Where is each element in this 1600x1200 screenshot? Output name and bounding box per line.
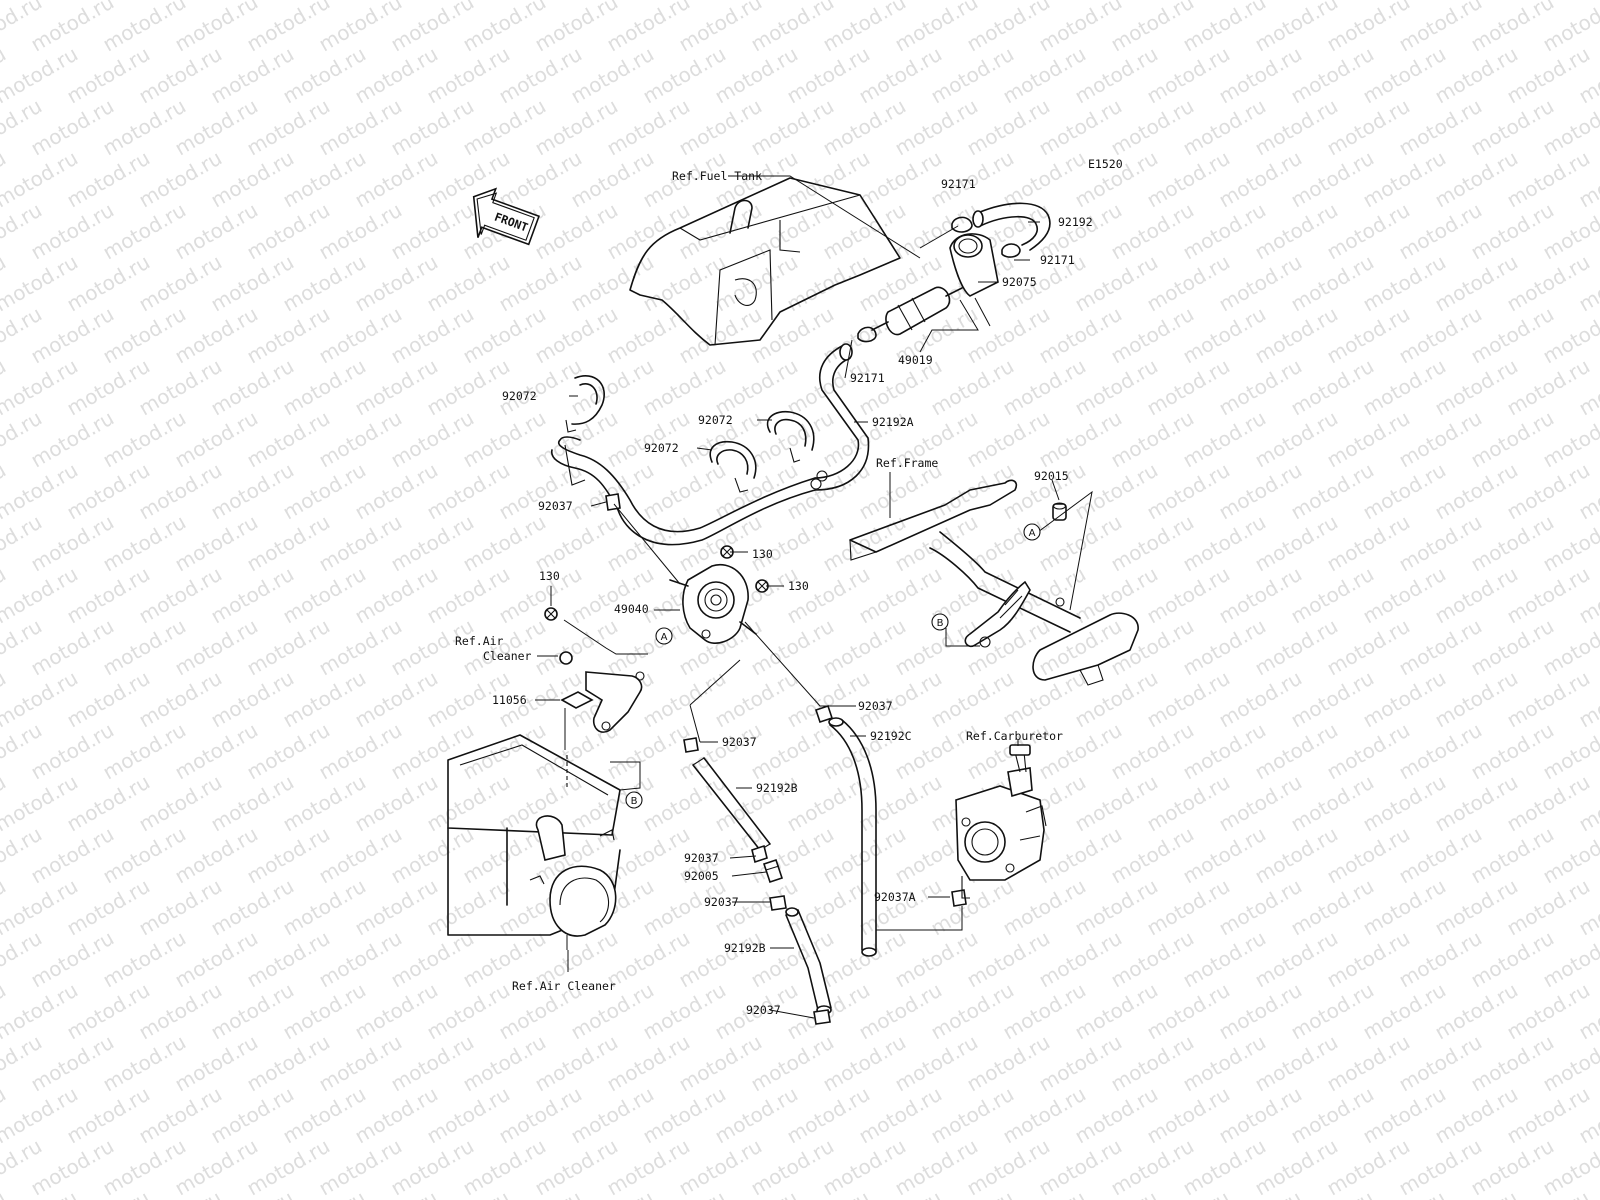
callout-92037-e: 92037: [704, 895, 739, 909]
clamp-92037-c: [683, 737, 699, 753]
fuel-tank-reference: [629, 177, 901, 346]
callout-92072-lower: 92072: [644, 441, 679, 455]
watermark-text: motod.ru: [0, 1186, 10, 1200]
filter-bracket-92075: [949, 233, 999, 297]
callout-92037-upper: 92037: [538, 499, 573, 513]
front-arrow: FRONT: [472, 187, 540, 246]
marker-a-bracket: A: [655, 627, 673, 645]
callout-49040: 49040: [614, 602, 649, 616]
callout-130-a: 130: [752, 547, 773, 561]
callout-92192: 92192: [1058, 215, 1093, 229]
clamp-92171-c: [857, 326, 877, 343]
ref-air-cleaner-label-line2: Cleaner: [483, 649, 532, 663]
callout-130-b: 130: [788, 579, 809, 593]
fitting-92005: [762, 858, 784, 884]
callout-92072-mid: 92072: [698, 413, 733, 427]
callout-92005: 92005: [684, 869, 719, 883]
fuel-hose-92192: [972, 202, 1051, 251]
callout-92171-right: 92171: [1040, 253, 1075, 267]
band-clamp-92072-b: [766, 410, 815, 463]
clamp-92037-d: [751, 844, 768, 864]
callout-92171-top: 92171: [941, 177, 976, 191]
callout-92075: 92075: [1002, 275, 1037, 289]
callout-92015: 92015: [1034, 469, 1069, 483]
air-cleaner-reference: [447, 734, 621, 937]
fuel-hose-92192A: [551, 343, 870, 546]
clamp-92037-f: [813, 1009, 831, 1025]
fuel-hose-92192C: [828, 717, 877, 957]
bracket-11056: [559, 651, 645, 733]
callout-92037-d: 92037: [684, 851, 719, 865]
clamp-92037-e: [769, 895, 787, 911]
fuel-pump-49040: [669, 563, 757, 644]
watermark-text: motod.ru: [1575, 0, 1600, 4]
callout-92192A: 92192A: [872, 415, 914, 429]
marker-b-frame: B: [931, 613, 949, 631]
band-clamp-92072-c: [709, 440, 757, 493]
callout-92037A: 92037A: [874, 890, 916, 904]
marker-b-air-cleaner: B: [625, 791, 643, 809]
callout-92192B-lower: 92192B: [724, 941, 766, 955]
ref-air-cleaner-bottom-label: Ref.Air Cleaner: [512, 979, 616, 993]
clamp-92171-a: [951, 216, 973, 233]
svg-text:B: B: [631, 796, 638, 807]
callout-130-c: 130: [539, 569, 560, 583]
diagram-code: E1520: [1088, 157, 1123, 171]
ref-fuel-tank-label: Ref.Fuel Tank: [672, 169, 762, 183]
callout-92037-mid: 92037: [722, 735, 757, 749]
callout-92192B-upper: 92192B: [756, 781, 798, 795]
callout-92192C: 92192C: [870, 729, 912, 743]
callout-92072-left: 92072: [502, 389, 537, 403]
leader-lines: [535, 175, 1093, 1019]
marker-a-frame: A: [1023, 523, 1041, 541]
frame-reference: [849, 479, 1139, 686]
band-clamp-92072-a: [565, 375, 605, 433]
clamp-92037-b: [814, 704, 834, 724]
svg-text:B: B: [937, 618, 944, 629]
callout-11056: 11056: [492, 693, 527, 707]
clamp-92171-b: [1001, 243, 1021, 258]
callout-92037-bottom: 92037: [746, 1003, 781, 1017]
clamp-92037-a: [605, 493, 621, 511]
callout-49019: 49019: [898, 353, 933, 367]
collar-92015: [1052, 502, 1067, 521]
ref-carburetor-label: Ref.Carburetor: [966, 729, 1063, 743]
svg-text:A: A: [1029, 528, 1036, 539]
ref-air-cleaner-label-line1: Ref.Air: [455, 634, 504, 648]
callout-92037-right: 92037: [858, 699, 893, 713]
svg-text:A: A: [661, 632, 668, 643]
callout-92171-lower: 92171: [850, 371, 885, 385]
bolt-130-b: [755, 579, 769, 593]
carburetor-reference: [955, 744, 1047, 899]
ref-frame-label: Ref.Frame: [876, 456, 938, 470]
fuel-filter-49019: [871, 286, 963, 336]
bolt-130-c: [544, 607, 558, 621]
